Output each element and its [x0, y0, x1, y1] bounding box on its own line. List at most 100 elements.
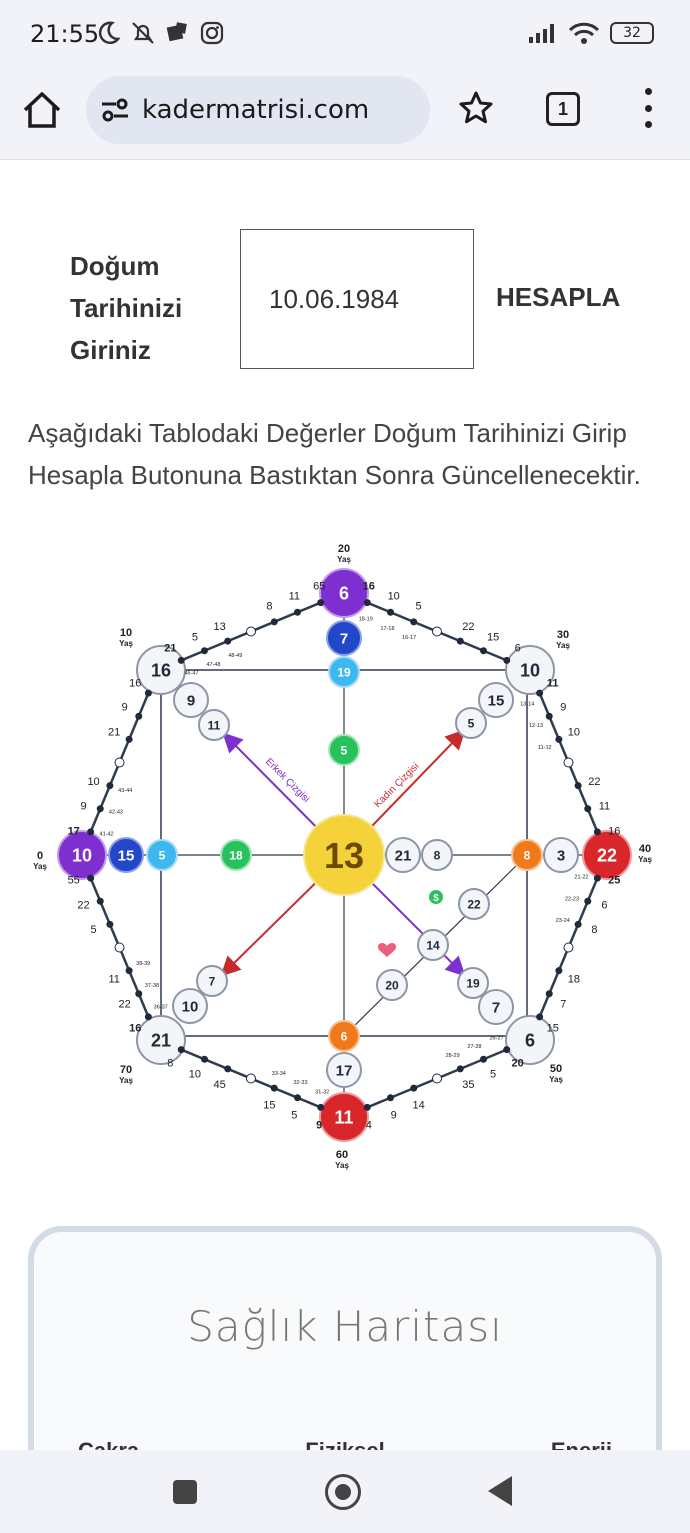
- site-settings-icon[interactable]: [100, 97, 130, 123]
- tab-switcher-button[interactable]: 1: [546, 92, 580, 126]
- node-right-5-value: 21: [395, 847, 412, 864]
- node-love-cross-value: 14: [426, 938, 440, 952]
- ring-number: 11: [599, 801, 610, 813]
- ring-number: 65: [313, 581, 325, 593]
- ring-dot: [144, 689, 152, 697]
- node-tl-2-value: 9: [187, 692, 195, 709]
- node-top-2: 7: [326, 620, 362, 656]
- ring-dot: [593, 828, 601, 836]
- address-bar[interactable]: kadermatrisi.com: [86, 76, 430, 144]
- ring-number: 8: [591, 924, 597, 936]
- range-label: 18-19: [359, 617, 373, 623]
- ring-number: 14: [412, 1099, 424, 1111]
- node-top-4-value: 5: [341, 743, 348, 757]
- ring-dot: [363, 1103, 371, 1111]
- node-right-3-value: 8: [524, 848, 531, 862]
- range-label: 11-12: [538, 745, 552, 751]
- ring-dot: [246, 1073, 256, 1084]
- system-icons: 32: [528, 22, 654, 44]
- node-left-3: 5: [146, 839, 178, 871]
- health-map-card: Sağlık Haritası Çakra Fiziksel Enerji: [28, 1226, 662, 1486]
- ring-number: 35: [462, 1079, 474, 1091]
- range-label: 36-37: [154, 1005, 168, 1011]
- node-top-left: 16: [136, 645, 186, 695]
- node-top-4: 5: [328, 734, 360, 766]
- ring-dot: [387, 1094, 394, 1102]
- node-left-4: 18: [220, 839, 252, 871]
- ring-dot: [87, 828, 95, 836]
- node-right: 22: [582, 830, 632, 880]
- node-bottom-right-value: 6: [525, 1030, 535, 1050]
- ring-dot: [432, 1073, 442, 1084]
- ring-dot: [536, 1013, 544, 1021]
- node-left-2: 15: [108, 837, 144, 873]
- status-bar: 21:55 32: [0, 0, 690, 70]
- ring-dot: [270, 1084, 278, 1092]
- node-bl-3: 7: [196, 965, 228, 997]
- ring-number: 10: [568, 726, 580, 738]
- node-money-line: 22: [458, 888, 490, 920]
- age-marker-top_left: 10: [120, 627, 132, 639]
- ring-dot: [574, 920, 582, 928]
- node-bottom-right: 6: [505, 1015, 555, 1065]
- age-marker-left: 0: [37, 850, 43, 862]
- ring-number: 11: [108, 974, 119, 986]
- range-label: 41-42: [100, 831, 114, 837]
- range-label: 48-49: [228, 653, 242, 659]
- node-love-line: 20: [376, 969, 408, 1001]
- node-bl-2: 10: [172, 988, 208, 1024]
- age-marker-right: 40: [639, 843, 651, 855]
- node-tr-2-value: 15: [488, 692, 505, 709]
- ring-dot: [270, 618, 278, 626]
- ring-number: 25: [608, 875, 620, 887]
- overflow-menu-icon[interactable]: [636, 88, 660, 128]
- label-line: Giriniz: [70, 335, 151, 365]
- range-label: 31-32: [315, 1089, 329, 1095]
- calculate-button[interactable]: HESAPLA: [496, 282, 621, 312]
- node-bottom-value: 11: [334, 1107, 353, 1127]
- node-right-2: 3: [543, 837, 579, 873]
- node-right-4: 8: [421, 839, 453, 871]
- ring-number: 5: [490, 1068, 496, 1080]
- range-label: 47-48: [206, 662, 220, 668]
- node-bottom-left: 21: [136, 1015, 186, 1065]
- url-text: kadermatrisi.com: [142, 95, 370, 125]
- ring-dot: [201, 647, 208, 655]
- node-bottom: 11: [319, 1092, 369, 1142]
- node-bl-3-value: 7: [209, 974, 216, 988]
- wifi-icon: [568, 22, 600, 44]
- signal-icon: [529, 24, 554, 43]
- ring-dot: [106, 782, 114, 790]
- node-bottom-2: 17: [326, 1052, 362, 1088]
- ring-dot: [135, 990, 143, 998]
- age-marker-bottom_right: 50: [550, 1063, 562, 1075]
- node-top-2-value: 7: [340, 630, 348, 647]
- ring-number: 18: [568, 974, 580, 986]
- ring-dot: [294, 1094, 301, 1102]
- node-right-3: 8: [511, 839, 543, 871]
- ring-dot: [503, 656, 511, 664]
- birthdate-input[interactable]: [240, 229, 474, 369]
- range-label: 38-39: [136, 961, 150, 967]
- node-tr-3-value: 5: [468, 716, 475, 730]
- range-label: 26-27: [489, 1035, 503, 1041]
- range-label: 43-44: [118, 788, 132, 794]
- range-label: 21-22: [574, 875, 588, 881]
- recents-button[interactable]: [173, 1480, 197, 1504]
- node-top-3: 19: [328, 656, 360, 688]
- home-icon[interactable]: [20, 88, 64, 132]
- browser-toolbar: kadermatrisi.com 1: [0, 70, 690, 160]
- ring-number: 5: [192, 632, 198, 644]
- back-button[interactable]: [488, 1476, 512, 1506]
- node-left-2-value: 15: [118, 847, 135, 864]
- node-right-value: 22: [597, 845, 617, 865]
- ring-dot: [87, 874, 95, 882]
- bookmark-star-icon[interactable]: [458, 90, 494, 126]
- ring-dot: [224, 637, 232, 645]
- ring-number: 22: [588, 776, 600, 788]
- home-button[interactable]: [325, 1474, 361, 1510]
- ring-dot: [106, 920, 114, 928]
- ring-dot: [410, 618, 418, 626]
- age-marker-top_right: 30: [557, 629, 569, 641]
